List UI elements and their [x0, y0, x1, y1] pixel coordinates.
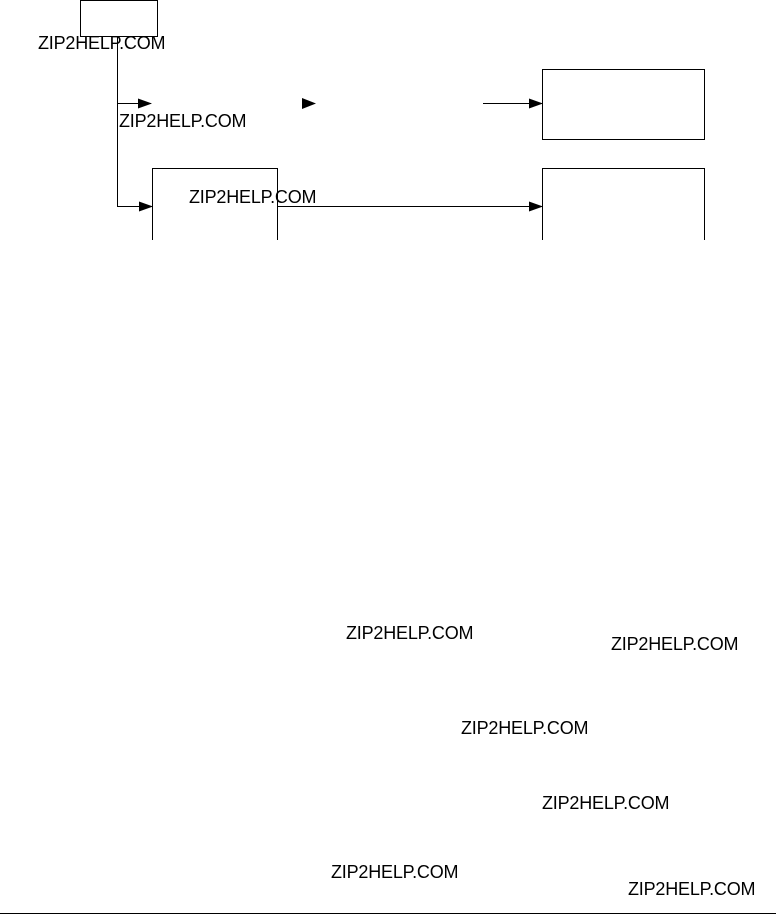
top-right-box	[542, 69, 705, 140]
watermark-text: ZIP2HELP.COM	[461, 718, 589, 738]
watermark-text: ZIP2HELP.COM	[331, 862, 459, 882]
watermark-text: ZIP2HELP.COM	[628, 879, 756, 899]
watermark-text: ZIP2HELP.COM	[119, 111, 247, 131]
footer-divider	[0, 913, 776, 914]
watermark-text: ZIP2HELP.COM	[542, 793, 670, 813]
watermark-text: ZIP2HELP.COM	[189, 187, 317, 207]
middle-arrowhead	[302, 98, 316, 109]
watermark-text: ZIP2HELP.COM	[611, 634, 739, 654]
watermark-text: ZIP2HELP.COM	[346, 623, 474, 643]
watermark-text: ZIP2HELP.COM	[38, 33, 166, 53]
middle-left-box	[152, 168, 278, 240]
bottom-right-box	[542, 168, 705, 240]
source-box	[80, 0, 158, 37]
